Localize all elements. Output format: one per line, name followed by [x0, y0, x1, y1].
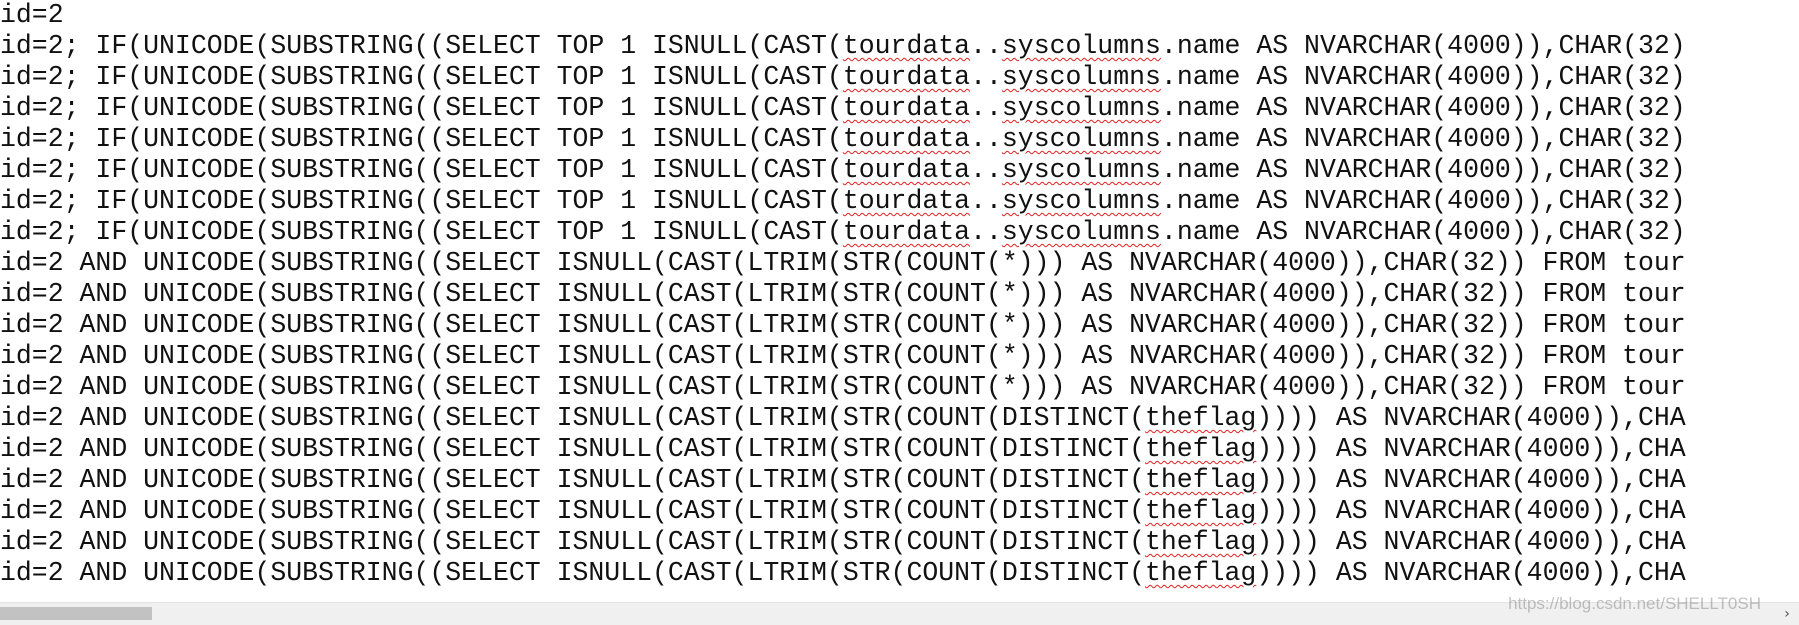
misspelled-word: tourdata [842, 93, 971, 123]
editor-line: id=2 [0, 0, 1799, 31]
misspelled-word: syscolumns [1001, 217, 1161, 247]
misspelled-word: tourdata [842, 217, 971, 247]
chevron-right-icon[interactable]: › [1784, 606, 1790, 622]
line-text: id=2; IF(UNICODE(SUBSTRING((SELECT TOP 1… [0, 124, 843, 154]
line-text: id=2 AND UNICODE(SUBSTRING((SELECT ISNUL… [0, 372, 1686, 402]
line-text: id=2; IF(UNICODE(SUBSTRING((SELECT TOP 1… [0, 186, 843, 216]
line-text: id=2; IF(UNICODE(SUBSTRING((SELECT TOP 1… [0, 155, 843, 185]
line-text: .name AS NVARCHAR(4000)),CHAR(32) [1160, 62, 1686, 92]
misspelled-word: theflag [1145, 558, 1257, 588]
editor-line: id=2 AND UNICODE(SUBSTRING((SELECT ISNUL… [0, 279, 1799, 310]
misspelled-word: theflag [1145, 465, 1257, 495]
line-text: id=2 AND UNICODE(SUBSTRING((SELECT ISNUL… [0, 434, 1145, 464]
line-text: .name AS NVARCHAR(4000)),CHAR(32) [1160, 186, 1686, 216]
misspelled-word: tourdata [842, 186, 971, 216]
line-text: .name AS NVARCHAR(4000)),CHAR(32) [1160, 124, 1686, 154]
line-text: .. [970, 155, 1002, 185]
editor-line: id=2 AND UNICODE(SUBSTRING((SELECT ISNUL… [0, 496, 1799, 527]
editor-line: id=2; IF(UNICODE(SUBSTRING((SELECT TOP 1… [0, 155, 1799, 186]
misspelled-word: theflag [1145, 527, 1257, 557]
line-text: id=2 AND UNICODE(SUBSTRING((SELECT ISNUL… [0, 527, 1145, 557]
editor-line: id=2 AND UNICODE(SUBSTRING((SELECT ISNUL… [0, 434, 1799, 465]
misspelled-word: syscolumns [1001, 62, 1161, 92]
line-text: .name AS NVARCHAR(4000)),CHAR(32) [1160, 155, 1686, 185]
line-text: .. [970, 124, 1002, 154]
scrollbar-thumb[interactable] [0, 607, 152, 620]
editor-line: id=2; IF(UNICODE(SUBSTRING((SELECT TOP 1… [0, 217, 1799, 248]
line-text: id=2 [0, 0, 64, 30]
line-text: )))) AS NVARCHAR(4000)),CHA [1256, 558, 1686, 588]
editor-line: id=2 AND UNICODE(SUBSTRING((SELECT ISNUL… [0, 527, 1799, 558]
editor-line: id=2; IF(UNICODE(SUBSTRING((SELECT TOP 1… [0, 31, 1799, 62]
line-text: id=2 AND UNICODE(SUBSTRING((SELECT ISNUL… [0, 558, 1145, 588]
line-text: id=2 AND UNICODE(SUBSTRING((SELECT ISNUL… [0, 341, 1686, 371]
misspelled-word: tourdata [842, 62, 971, 92]
misspelled-word: theflag [1145, 434, 1257, 464]
editor-line: id=2; IF(UNICODE(SUBSTRING((SELECT TOP 1… [0, 93, 1799, 124]
watermark: https://blog.csdn.net/SHELLT0SH [1508, 594, 1761, 613]
line-text: id=2; IF(UNICODE(SUBSTRING((SELECT TOP 1… [0, 93, 843, 123]
misspelled-word: syscolumns [1001, 186, 1161, 216]
line-text: id=2 AND UNICODE(SUBSTRING((SELECT ISNUL… [0, 248, 1686, 278]
line-text: .. [970, 31, 1002, 61]
misspelled-word: tourdata [842, 31, 971, 61]
line-text: .name AS NVARCHAR(4000)),CHAR(32) [1160, 93, 1686, 123]
line-text: .. [970, 186, 1002, 216]
line-text: )))) AS NVARCHAR(4000)),CHA [1256, 527, 1686, 557]
line-text: .. [970, 62, 1002, 92]
editor-line: id=2 AND UNICODE(SUBSTRING((SELECT ISNUL… [0, 372, 1799, 403]
editor-line: id=2 AND UNICODE(SUBSTRING((SELECT ISNUL… [0, 248, 1799, 279]
line-text: id=2 AND UNICODE(SUBSTRING((SELECT ISNUL… [0, 403, 1145, 433]
line-text: )))) AS NVARCHAR(4000)),CHA [1256, 434, 1686, 464]
line-text: )))) AS NVARCHAR(4000)),CHA [1256, 496, 1686, 526]
editor-line: id=2 AND UNICODE(SUBSTRING((SELECT ISNUL… [0, 558, 1799, 589]
line-text: id=2 AND UNICODE(SUBSTRING((SELECT ISNUL… [0, 279, 1686, 309]
line-text: )))) AS NVARCHAR(4000)),CHA [1256, 465, 1686, 495]
editor-line: id=2; IF(UNICODE(SUBSTRING((SELECT TOP 1… [0, 124, 1799, 155]
line-text: .name AS NVARCHAR(4000)),CHAR(32) [1160, 31, 1686, 61]
misspelled-word: syscolumns [1001, 124, 1161, 154]
misspelled-word: theflag [1145, 403, 1257, 433]
line-text: )))) AS NVARCHAR(4000)),CHA [1256, 403, 1686, 433]
editor-line: id=2 AND UNICODE(SUBSTRING((SELECT ISNUL… [0, 310, 1799, 341]
editor-line: id=2 AND UNICODE(SUBSTRING((SELECT ISNUL… [0, 465, 1799, 496]
misspelled-word: tourdata [842, 124, 971, 154]
line-text: id=2; IF(UNICODE(SUBSTRING((SELECT TOP 1… [0, 217, 843, 247]
misspelled-word: syscolumns [1001, 155, 1161, 185]
misspelled-word: syscolumns [1001, 93, 1161, 123]
line-text: id=2; IF(UNICODE(SUBSTRING((SELECT TOP 1… [0, 31, 843, 61]
line-text: .. [970, 217, 1002, 247]
editor-line: id=2; IF(UNICODE(SUBSTRING((SELECT TOP 1… [0, 186, 1799, 217]
editor-line: id=2 AND UNICODE(SUBSTRING((SELECT ISNUL… [0, 403, 1799, 434]
misspelled-word: syscolumns [1001, 31, 1161, 61]
horizontal-scrollbar[interactable]: › [0, 602, 1799, 625]
line-text: id=2 AND UNICODE(SUBSTRING((SELECT ISNUL… [0, 465, 1145, 495]
editor-line: id=2 AND UNICODE(SUBSTRING((SELECT ISNUL… [0, 341, 1799, 372]
misspelled-word: tourdata [842, 155, 971, 185]
line-text: id=2; IF(UNICODE(SUBSTRING((SELECT TOP 1… [0, 62, 843, 92]
line-text: .name AS NVARCHAR(4000)),CHAR(32) [1160, 217, 1686, 247]
line-text: id=2 AND UNICODE(SUBSTRING((SELECT ISNUL… [0, 310, 1686, 340]
line-text: id=2 AND UNICODE(SUBSTRING((SELECT ISNUL… [0, 496, 1145, 526]
misspelled-word: theflag [1145, 496, 1257, 526]
line-text: .. [970, 93, 1002, 123]
editor-line: id=2; IF(UNICODE(SUBSTRING((SELECT TOP 1… [0, 62, 1799, 93]
